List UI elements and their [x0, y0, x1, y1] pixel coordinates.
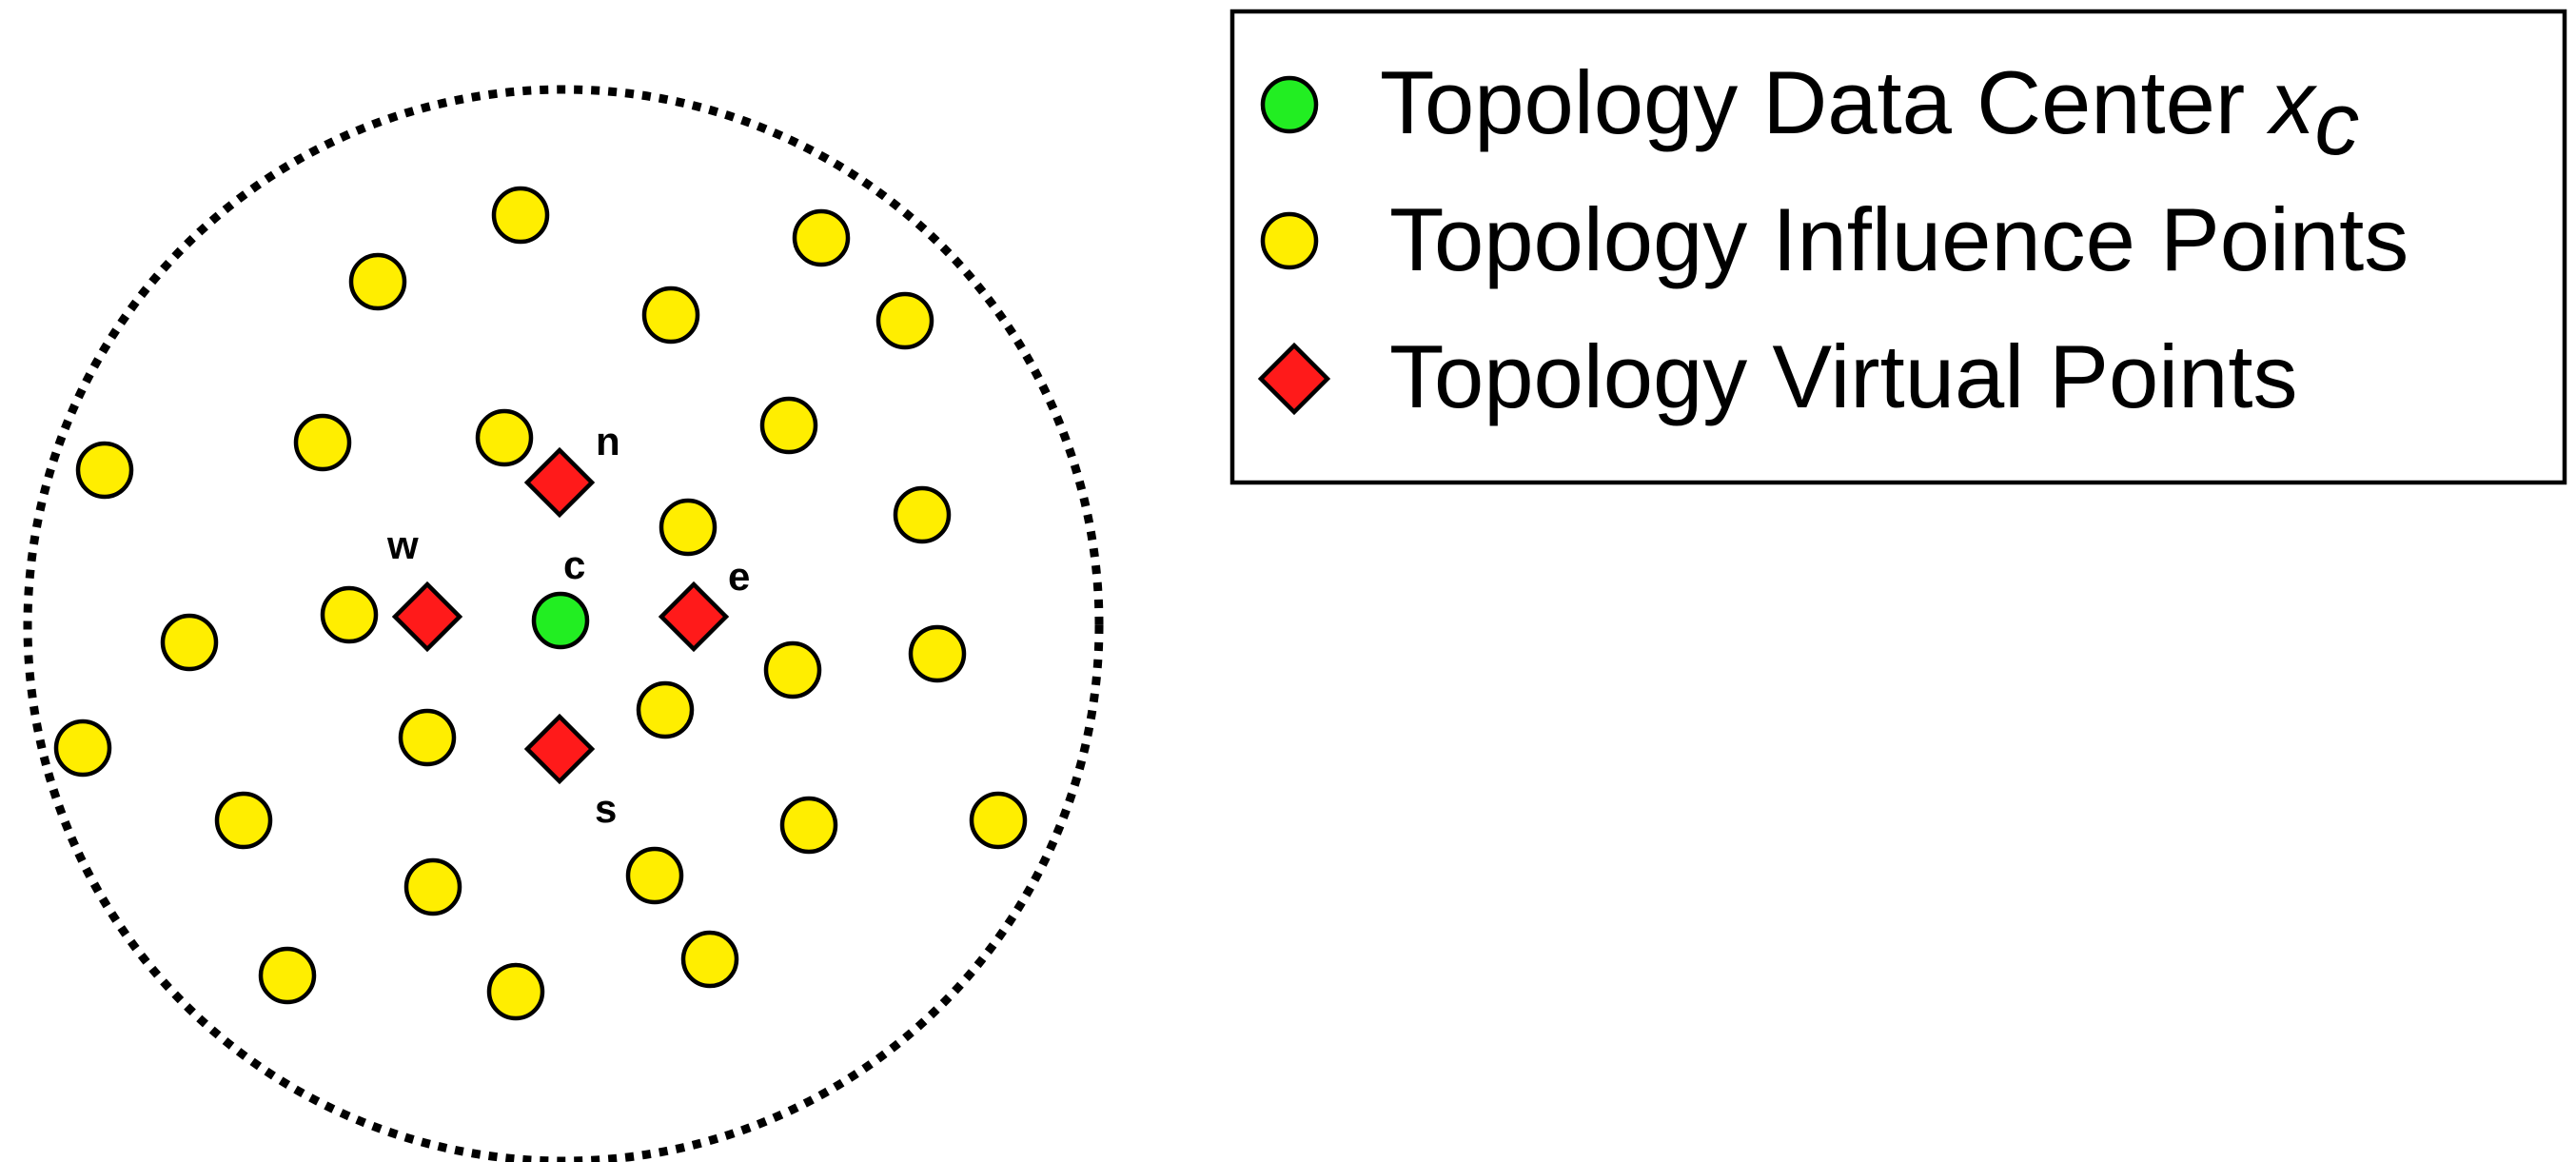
- virtual-point-north: [523, 446, 596, 519]
- influence-points: [53, 186, 1028, 1021]
- label-center: c: [563, 542, 585, 587]
- influence-point: [320, 585, 379, 644]
- data-center-point: [531, 591, 590, 650]
- virtual-point-south: [523, 713, 596, 785]
- virtual-point-east: [658, 581, 730, 653]
- influence-point: [214, 791, 273, 850]
- influence-point: [403, 857, 462, 916]
- green-circle-icon: [1260, 75, 1319, 134]
- red-diamond-icon: [1257, 342, 1331, 416]
- legend-label-center: Topology Data Center xc: [1380, 52, 2359, 173]
- legend: Topology Data Center xc Topology Influen…: [1229, 9, 2567, 485]
- label-north: n: [596, 419, 620, 463]
- label-west: w: [386, 522, 419, 567]
- influence-point: [293, 413, 352, 472]
- influence-point: [659, 498, 718, 557]
- influence-point: [875, 291, 934, 350]
- influence-point: [908, 624, 967, 683]
- influence-point: [893, 485, 952, 544]
- virtual-point-west: [391, 581, 463, 653]
- influence-point: [625, 846, 684, 905]
- label-east: e: [728, 554, 750, 599]
- influence-point: [759, 396, 818, 455]
- yellow-circle-icon: [1260, 211, 1319, 270]
- legend-label-influence: Topology Influence Points: [1389, 189, 2409, 289]
- influence-point: [680, 930, 739, 989]
- influence-point: [75, 441, 134, 500]
- influence-point: [969, 791, 1028, 850]
- influence-point: [763, 640, 822, 699]
- influence-point: [398, 708, 457, 767]
- influence-point: [486, 962, 545, 1021]
- influence-point: [53, 719, 112, 778]
- influence-point: [348, 252, 407, 311]
- influence-point: [641, 286, 700, 345]
- legend-label-virtual: Topology Virtual Points: [1389, 326, 2298, 426]
- boundary-circle: [23, 85, 1104, 1162]
- influence-point: [491, 186, 550, 245]
- influence-point: [475, 408, 534, 467]
- influence-point: [779, 796, 838, 855]
- influence-point: [792, 208, 851, 267]
- virtual-points: [391, 446, 730, 785]
- legend-box: [1229, 9, 2567, 485]
- influence-point: [636, 680, 695, 739]
- influence-point: [160, 613, 219, 672]
- label-south: s: [595, 786, 617, 831]
- influence-point: [258, 946, 317, 1005]
